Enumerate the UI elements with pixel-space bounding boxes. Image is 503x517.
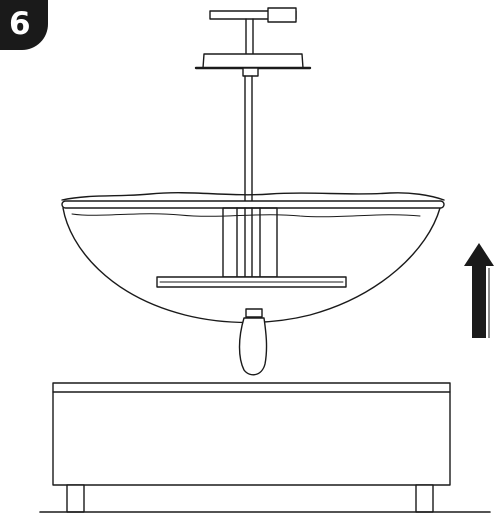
finial: [238, 308, 268, 376]
work-table: [39, 382, 491, 513]
canopy: [194, 53, 312, 77]
bowl-top-edge: [61, 192, 445, 201]
table-box: [52, 382, 451, 486]
mounting-bracket: [209, 7, 297, 55]
inner-frame: [156, 207, 347, 288]
finial-cap: [245, 308, 263, 318]
arrow-up-icon: [464, 243, 494, 338]
table-leg-left: [66, 484, 85, 513]
glass-bowl: [61, 192, 445, 324]
bowl-rim: [61, 200, 445, 209]
bracket-clip: [267, 7, 297, 23]
step-number-badge: 6: [0, 0, 48, 50]
down-rod: [244, 75, 253, 208]
canopy-body: [202, 53, 304, 69]
finial-body: [238, 317, 268, 376]
table-leg-right: [415, 484, 434, 513]
bowl-inner-edge: [71, 213, 421, 218]
canopy-collar: [242, 67, 259, 77]
frame-cage: [222, 207, 278, 278]
